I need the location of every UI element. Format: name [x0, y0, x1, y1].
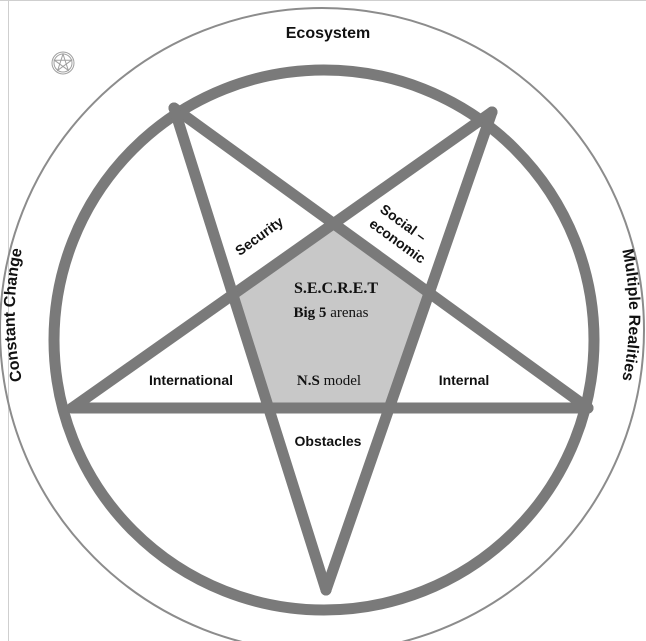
inner-circle: [48, 64, 600, 616]
center-title: S.E.C.R.E.T: [294, 280, 378, 297]
label-ecosystem: Ecosystem: [286, 25, 371, 42]
star-line-5: [168, 102, 332, 596]
center-subtitle: Big 5 arenas: [294, 305, 369, 321]
pentagram-icon: [51, 51, 75, 75]
star-line-3: [66, 106, 498, 414]
center-model: N.S model: [297, 373, 361, 389]
center-pentagon: [234, 222, 432, 408]
label-internal: Internal: [439, 372, 490, 388]
pentagram-star: [66, 102, 594, 596]
label-security: Security: [232, 213, 286, 259]
star-line-1: [168, 102, 594, 414]
label-obstacles: Obstacles: [295, 433, 362, 449]
star-line-4: [320, 106, 498, 596]
label-international: International: [149, 372, 233, 388]
outer-circle: [0, 7, 645, 641]
